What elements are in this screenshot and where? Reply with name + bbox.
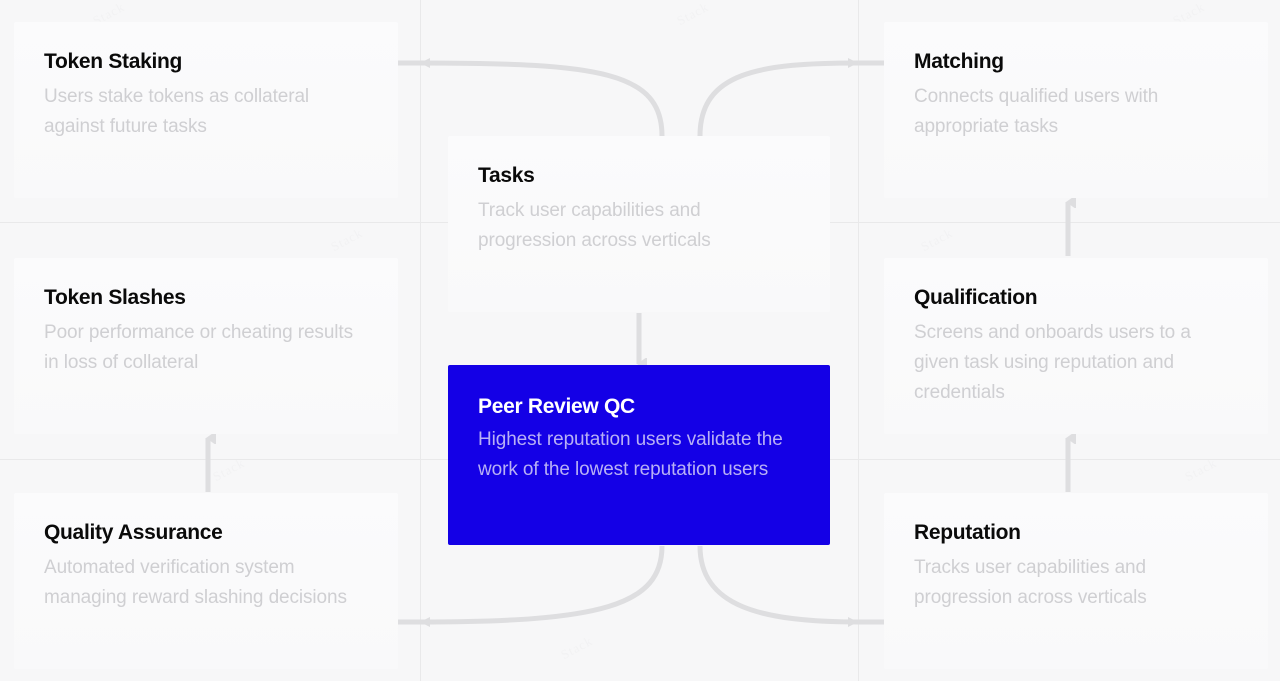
card-title: Reputation [914,521,1021,544]
card-description: Connects qualified users with appropriat… [914,86,1159,138]
card-title: Tasks [478,164,535,187]
card-token-staking[interactable]: Token Staking Users stake tokens as coll… [14,22,398,198]
card-description: Highest reputation users validate the wo… [478,429,783,481]
connector-peer-review-to-quality-assurance [419,545,665,627]
card-matching[interactable]: Matching Connects qualified users with a… [884,22,1268,198]
card-token-slashes[interactable]: Token Slashes Poor performance or cheati… [14,258,398,434]
card-reputation[interactable]: Reputation Tracks user capabilities and … [884,493,1268,669]
card-tasks[interactable]: Tasks Track user capabilities and progre… [448,136,830,312]
card-title: Token Slashes [44,286,186,309]
card-description: Poor performance or cheating results in … [44,322,354,374]
card-description: Track user capabilities and progression … [478,200,711,252]
card-title: Token Staking [44,50,183,73]
card-title: Matching [914,50,1004,73]
card-description: Tracks user capabilities and progression… [914,557,1147,609]
card-title: Qualification [914,286,1038,309]
card-quality-assurance[interactable]: Quality Assurance Automated verification… [14,493,398,669]
card-title: Peer Review QC [478,395,635,418]
connector-peer-review-to-reputation [697,545,859,627]
card-qualification[interactable]: Qualification Screens and onboards users… [884,258,1268,434]
card-description: Screens and onboards users to a given ta… [914,322,1191,404]
connector-tasks-to-token-staking [419,58,665,137]
card-description: Users stake tokens as collateral against… [44,86,310,138]
card-peer-review-qc[interactable]: Peer Review QC Highest reputation users … [448,365,830,545]
connector-tasks-to-matching [697,58,859,137]
card-description: Automated verification system managing r… [44,557,347,609]
card-title: Quality Assurance [44,521,223,544]
